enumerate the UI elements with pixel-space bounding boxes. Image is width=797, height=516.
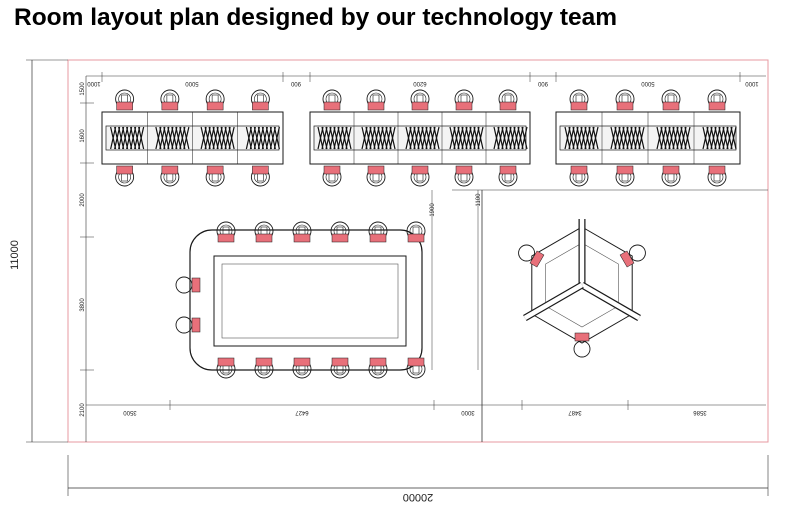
conference-chair bbox=[406, 221, 426, 243]
desk-chair bbox=[569, 89, 589, 111]
hexagon-workstation bbox=[518, 219, 646, 358]
desk-chair bbox=[322, 89, 342, 111]
conference-chair bbox=[330, 357, 350, 379]
dim-top-1: 1000 bbox=[87, 80, 101, 86]
dim-left-5: 2100 bbox=[80, 403, 86, 417]
desk-chair bbox=[322, 165, 342, 187]
desk-chair bbox=[366, 89, 386, 111]
dim-left-3: 2000 bbox=[80, 193, 86, 207]
desk-chair bbox=[661, 165, 681, 187]
conference-chair bbox=[406, 357, 426, 379]
room-boundary bbox=[67, 59, 769, 443]
desk-chair bbox=[115, 165, 135, 187]
conference-chair-side bbox=[175, 276, 201, 294]
desk-chair bbox=[366, 165, 386, 187]
desk-chair bbox=[250, 165, 270, 187]
hex-chair bbox=[573, 332, 591, 358]
desk-chair bbox=[498, 165, 518, 187]
dim-bottom-3: 3000 bbox=[461, 409, 475, 415]
dim-top-5: 900 bbox=[537, 80, 548, 86]
conference-chair bbox=[216, 357, 236, 379]
dim-bottom-4: 3487 bbox=[568, 409, 582, 415]
dim-left-1: 1500 bbox=[80, 82, 86, 96]
desk-chair bbox=[410, 165, 430, 187]
dim-top-6: 5000 bbox=[641, 80, 655, 86]
conference-chair bbox=[368, 357, 388, 379]
desk-chair bbox=[115, 89, 135, 111]
desk-chair bbox=[454, 89, 474, 111]
hex-chair bbox=[619, 244, 646, 268]
desk-chair bbox=[205, 165, 225, 187]
desk-chair bbox=[569, 165, 589, 187]
conference-table bbox=[189, 229, 423, 371]
dim-left-2: 1600 bbox=[80, 129, 86, 143]
hex-chair bbox=[518, 244, 545, 268]
dim-inner-1: 1100 bbox=[476, 193, 482, 207]
desk-chair bbox=[707, 165, 727, 187]
desk-row-3 bbox=[555, 89, 741, 187]
dim-overall-width: 20000 bbox=[403, 491, 434, 503]
desk-chair bbox=[707, 89, 727, 111]
conference-chair bbox=[330, 221, 350, 243]
desk-chair bbox=[160, 89, 180, 111]
conference-chair bbox=[254, 221, 274, 243]
dim-left-4: 3800 bbox=[80, 298, 86, 312]
desk-row-1 bbox=[101, 89, 284, 187]
dim-top-7: 1000 bbox=[745, 80, 759, 86]
desk-chair bbox=[661, 89, 681, 111]
dim-top-4: 6200 bbox=[413, 80, 427, 86]
desk-chair bbox=[615, 165, 635, 187]
desk-chair bbox=[410, 89, 430, 111]
page-title: Room layout plan designed by our technol… bbox=[14, 4, 618, 31]
desk-chair bbox=[160, 165, 180, 187]
conference-chair bbox=[254, 357, 274, 379]
dim-inner-2: 1900 bbox=[430, 203, 436, 217]
conference-chair bbox=[292, 221, 312, 243]
desk-chair bbox=[615, 89, 635, 111]
conference-chair bbox=[216, 221, 236, 243]
dim-bottom-2: 6427 bbox=[295, 409, 309, 415]
dim-bottom-5: 3586 bbox=[693, 409, 707, 415]
conference-chair bbox=[292, 357, 312, 379]
dim-top-2: 5000 bbox=[185, 80, 199, 86]
desk-chair bbox=[205, 89, 225, 111]
desk-chair bbox=[498, 89, 518, 111]
desk-chair bbox=[250, 89, 270, 111]
dim-top-3: 900 bbox=[290, 80, 301, 86]
dim-overall-height: 11000 bbox=[9, 240, 21, 270]
desk-row-2 bbox=[309, 89, 531, 187]
desk-chair bbox=[454, 165, 474, 187]
conference-chair-side bbox=[175, 316, 201, 334]
conference-chair bbox=[368, 221, 388, 243]
dim-bottom-1: 3500 bbox=[123, 409, 137, 415]
